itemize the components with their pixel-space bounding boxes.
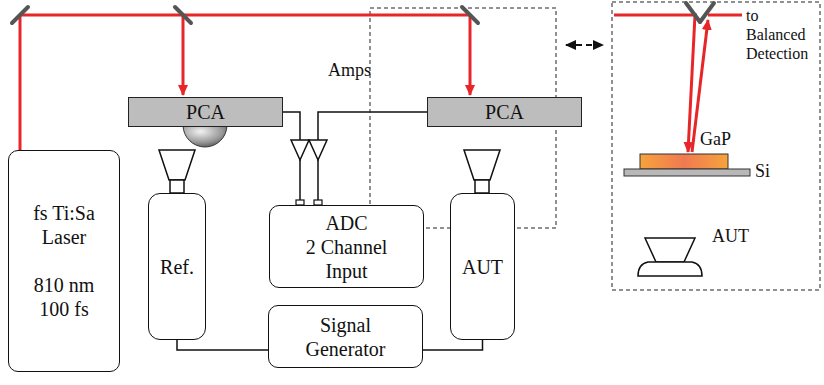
pca-box: PCA xyxy=(427,97,582,127)
si-substrate xyxy=(624,169,750,176)
signal-wire xyxy=(423,340,483,350)
signal-wire xyxy=(318,112,427,205)
signal-wire xyxy=(177,340,268,350)
material-label: GaP xyxy=(700,129,731,151)
node-text: Signal Generator xyxy=(291,313,401,361)
lens xyxy=(183,125,227,147)
adc-box: ADC2 Channel Input xyxy=(269,205,424,288)
mirror xyxy=(12,3,714,23)
node-text: AUT xyxy=(462,255,503,279)
amplifier-symbol xyxy=(291,140,327,160)
dashed-inset xyxy=(612,2,820,290)
node-text: fs Ti:Sa Laser xyxy=(14,201,114,249)
gap-crystal xyxy=(640,154,728,169)
material-label: Si xyxy=(755,161,770,183)
double-arrow xyxy=(566,44,603,46)
node-text: 810 nm 100 fs xyxy=(26,273,102,321)
node-text: ADC xyxy=(325,211,367,235)
node-text: Ref. xyxy=(160,255,194,279)
node-text: 2 Channel Input xyxy=(292,235,402,283)
signal-wire xyxy=(283,112,300,205)
antenna-label: AUT xyxy=(712,226,749,248)
laser-box: fs Ti:Sa Laser 810 nm 100 fs xyxy=(8,150,120,372)
reference-box: Ref. xyxy=(148,193,206,340)
amps-label: Amps xyxy=(328,60,371,82)
laser-beam xyxy=(20,15,742,152)
aut-box: AUT xyxy=(450,193,515,340)
node-text: PCA xyxy=(485,100,524,124)
pca-box: PCA xyxy=(128,97,283,127)
horn-antenna xyxy=(159,150,702,276)
node-text: PCA xyxy=(186,100,225,124)
detection-label: to Balanced Detection xyxy=(746,6,816,64)
signal-generator-box: Signal Generator xyxy=(268,305,423,368)
